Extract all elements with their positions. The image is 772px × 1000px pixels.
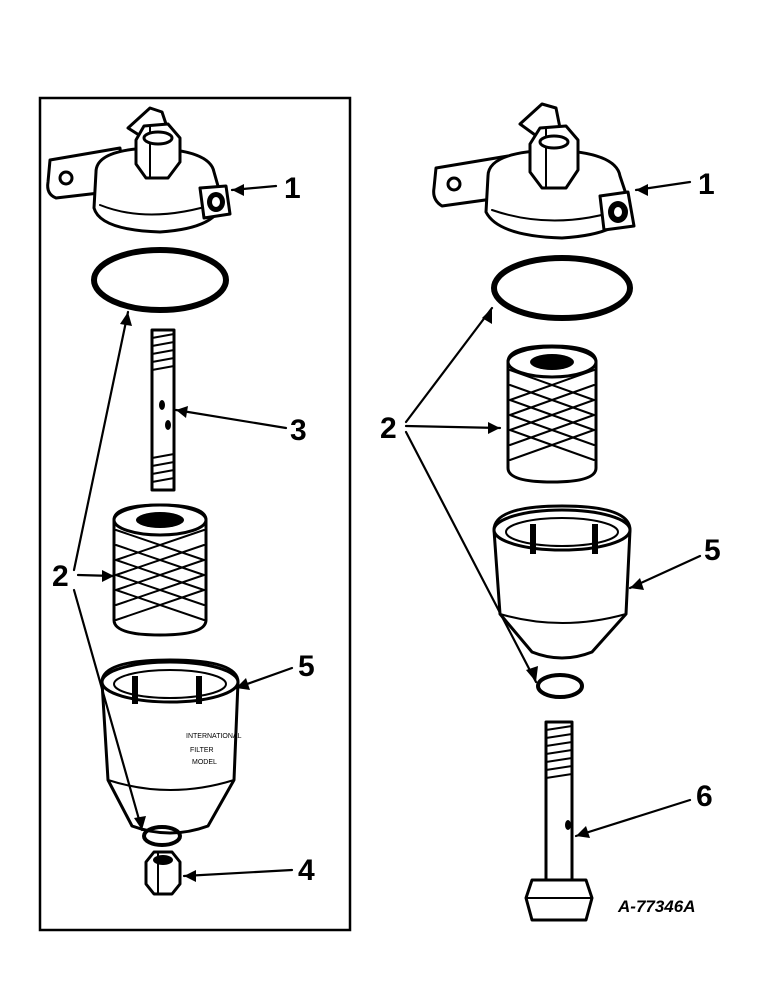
right-bottom-gasket [536,673,584,699]
left-leader-lines [72,184,294,882]
right-center-bolt [524,720,594,922]
left-callout-4: 4 [298,854,315,887]
left-drain-nut [144,850,182,896]
left-callout-5: 5 [298,650,315,683]
left-filter-assembly: INTERNATIONAL FILTER MODEL [46,106,315,896]
right-filter-element [506,344,598,484]
right-callout-1: 1 [698,168,715,201]
right-filter-assembly: 1 2 5 6 [380,102,721,922]
left-filter-element [112,503,208,637]
left-bottom-gasket [142,825,182,847]
right-filter-head [432,102,636,240]
bowl-label-line-3: MODEL [192,759,217,766]
left-center-stud [150,328,176,492]
bowl-label-line-1: INTERNATIONAL [186,733,242,740]
left-callout-3: 3 [290,414,307,447]
left-top-gasket [91,247,229,313]
right-callout-6: 6 [696,780,713,813]
left-filter-bowl: INTERNATIONAL FILTER MODEL [100,658,242,835]
figure-id-label: A-77346A [617,897,696,916]
right-top-gasket [491,255,633,321]
left-filter-head [46,106,232,234]
bowl-label-line-2: FILTER [190,747,214,754]
left-callout-1: 1 [284,172,301,205]
right-callout-5: 5 [704,534,721,567]
right-callout-2: 2 [380,412,397,445]
left-assembly-frame [38,96,352,932]
right-leader-lines [404,180,702,838]
left-callout-2: 2 [52,560,69,593]
right-filter-bowl [492,504,632,660]
